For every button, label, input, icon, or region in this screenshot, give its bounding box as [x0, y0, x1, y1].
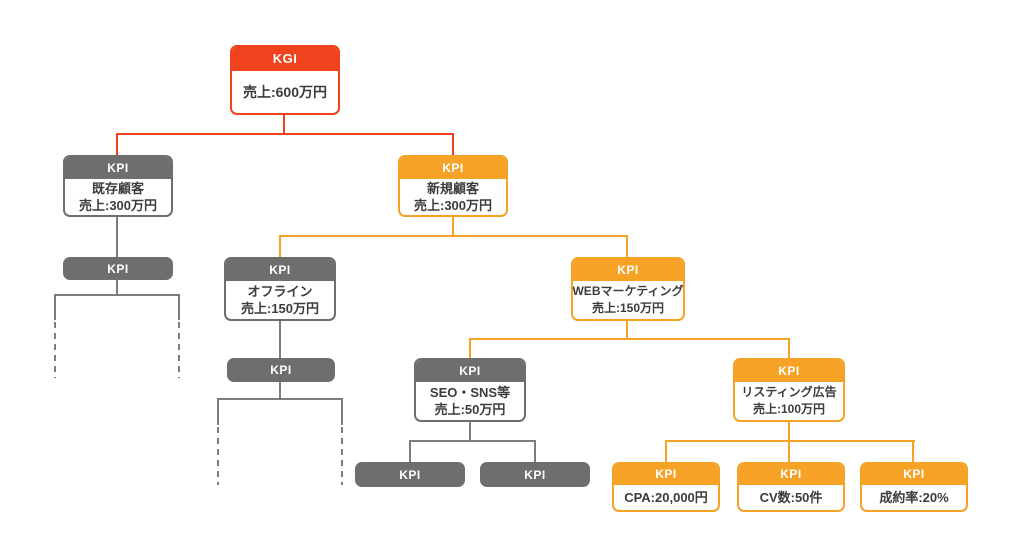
node-kgi: KGI 売上:600万円 [230, 45, 340, 115]
node-kpi-web-marketing: KPI WEBマーケティング 売上:150万円 [571, 257, 685, 321]
connector-line [409, 440, 411, 462]
connector-line [178, 294, 180, 320]
node-type-badge: KPI [65, 157, 171, 179]
connector-line [912, 440, 914, 462]
node-kpi-listing-ads: KPI リスティング広告 売上:100万円 [733, 358, 845, 422]
node-kpi-stub: KPI [227, 358, 335, 382]
connector-line [534, 440, 536, 462]
node-kpi-stub: KPI [355, 462, 465, 487]
connector-line [626, 320, 628, 340]
connector-line [279, 321, 281, 358]
connector-line [116, 133, 454, 135]
connector-line [469, 338, 471, 358]
node-kpi-existing-customers: KPI 既存顧客 売上:300万円 [63, 155, 173, 217]
connector-line [788, 440, 790, 462]
node-type-badge: KPI [614, 464, 718, 485]
connector-line [626, 235, 628, 257]
node-text-line: CV数:50件 [759, 490, 823, 505]
connector-line [788, 421, 790, 442]
connector-line-dashed [178, 322, 180, 378]
connector-line [409, 440, 536, 442]
connector-line [279, 382, 281, 399]
node-type-badge: KPI [739, 464, 843, 485]
connector-line [217, 398, 219, 425]
connector-line [341, 398, 343, 425]
connector-line [116, 280, 118, 296]
node-text-line: 売上:150万円 [591, 301, 665, 315]
node-text-line: WEBマーケティング [572, 284, 684, 298]
node-kpi-cpa: KPI CPA:20,000円 [612, 462, 720, 512]
node-text-line: 売上:50万円 [434, 402, 506, 417]
node-kpi-stub: KPI [63, 257, 173, 280]
node-type-badge: KPI [226, 259, 334, 281]
connector-line [452, 217, 454, 236]
node-type-badge: KPI [735, 360, 843, 382]
connector-line [665, 440, 915, 442]
node-text-line: 売上:600万円 [242, 83, 328, 100]
node-type-badge: KPI [416, 360, 524, 382]
node-text-line: SEO・SNS等 [429, 385, 511, 400]
connector-line [54, 294, 56, 320]
connector-line-dashed [217, 427, 219, 485]
node-text-line: 成約率:20% [879, 490, 949, 505]
connector-line-dashed [341, 427, 343, 485]
node-kpi-seo-sns: KPI SEO・SNS等 売上:50万円 [414, 358, 526, 422]
node-text-line: 売上:100万円 [752, 402, 826, 416]
node-type-badge: KPI [573, 259, 683, 281]
connector-line [469, 422, 471, 442]
connector-line [452, 133, 454, 155]
node-text-line: オフライン [247, 284, 313, 299]
connector-line [217, 398, 343, 400]
node-type-badge: KPI [862, 464, 966, 485]
connector-line [54, 294, 180, 296]
node-text-line: 既存顧客 [91, 181, 144, 196]
node-text-line: 売上:150万円 [240, 301, 320, 316]
node-kpi-cv-count: KPI CV数:50件 [737, 462, 845, 512]
connector-line [469, 338, 790, 340]
connector-line [665, 440, 667, 462]
node-text-line: 売上:300万円 [78, 198, 158, 213]
node-text-line: 新規顧客 [426, 181, 479, 196]
connector-line [116, 217, 118, 257]
node-type-badge: KGI [232, 47, 338, 71]
connector-line [116, 133, 118, 155]
node-text-line: リスティング広告 [741, 385, 837, 399]
node-kpi-offline: KPI オフライン 売上:150万円 [224, 257, 336, 321]
node-text-line: 売上:300万円 [413, 198, 493, 213]
node-kpi-close-rate: KPI 成約率:20% [860, 462, 968, 512]
connector-line [283, 115, 285, 134]
node-text-line: CPA:20,000円 [624, 490, 708, 505]
connector-line [279, 235, 628, 237]
node-kpi-new-customers: KPI 新規顧客 売上:300万円 [398, 155, 508, 217]
connector-line-dashed [54, 322, 56, 378]
connector-line [279, 235, 281, 257]
node-type-badge: KPI [400, 157, 506, 179]
connector-line [788, 338, 790, 358]
node-kpi-stub: KPI [480, 462, 590, 487]
